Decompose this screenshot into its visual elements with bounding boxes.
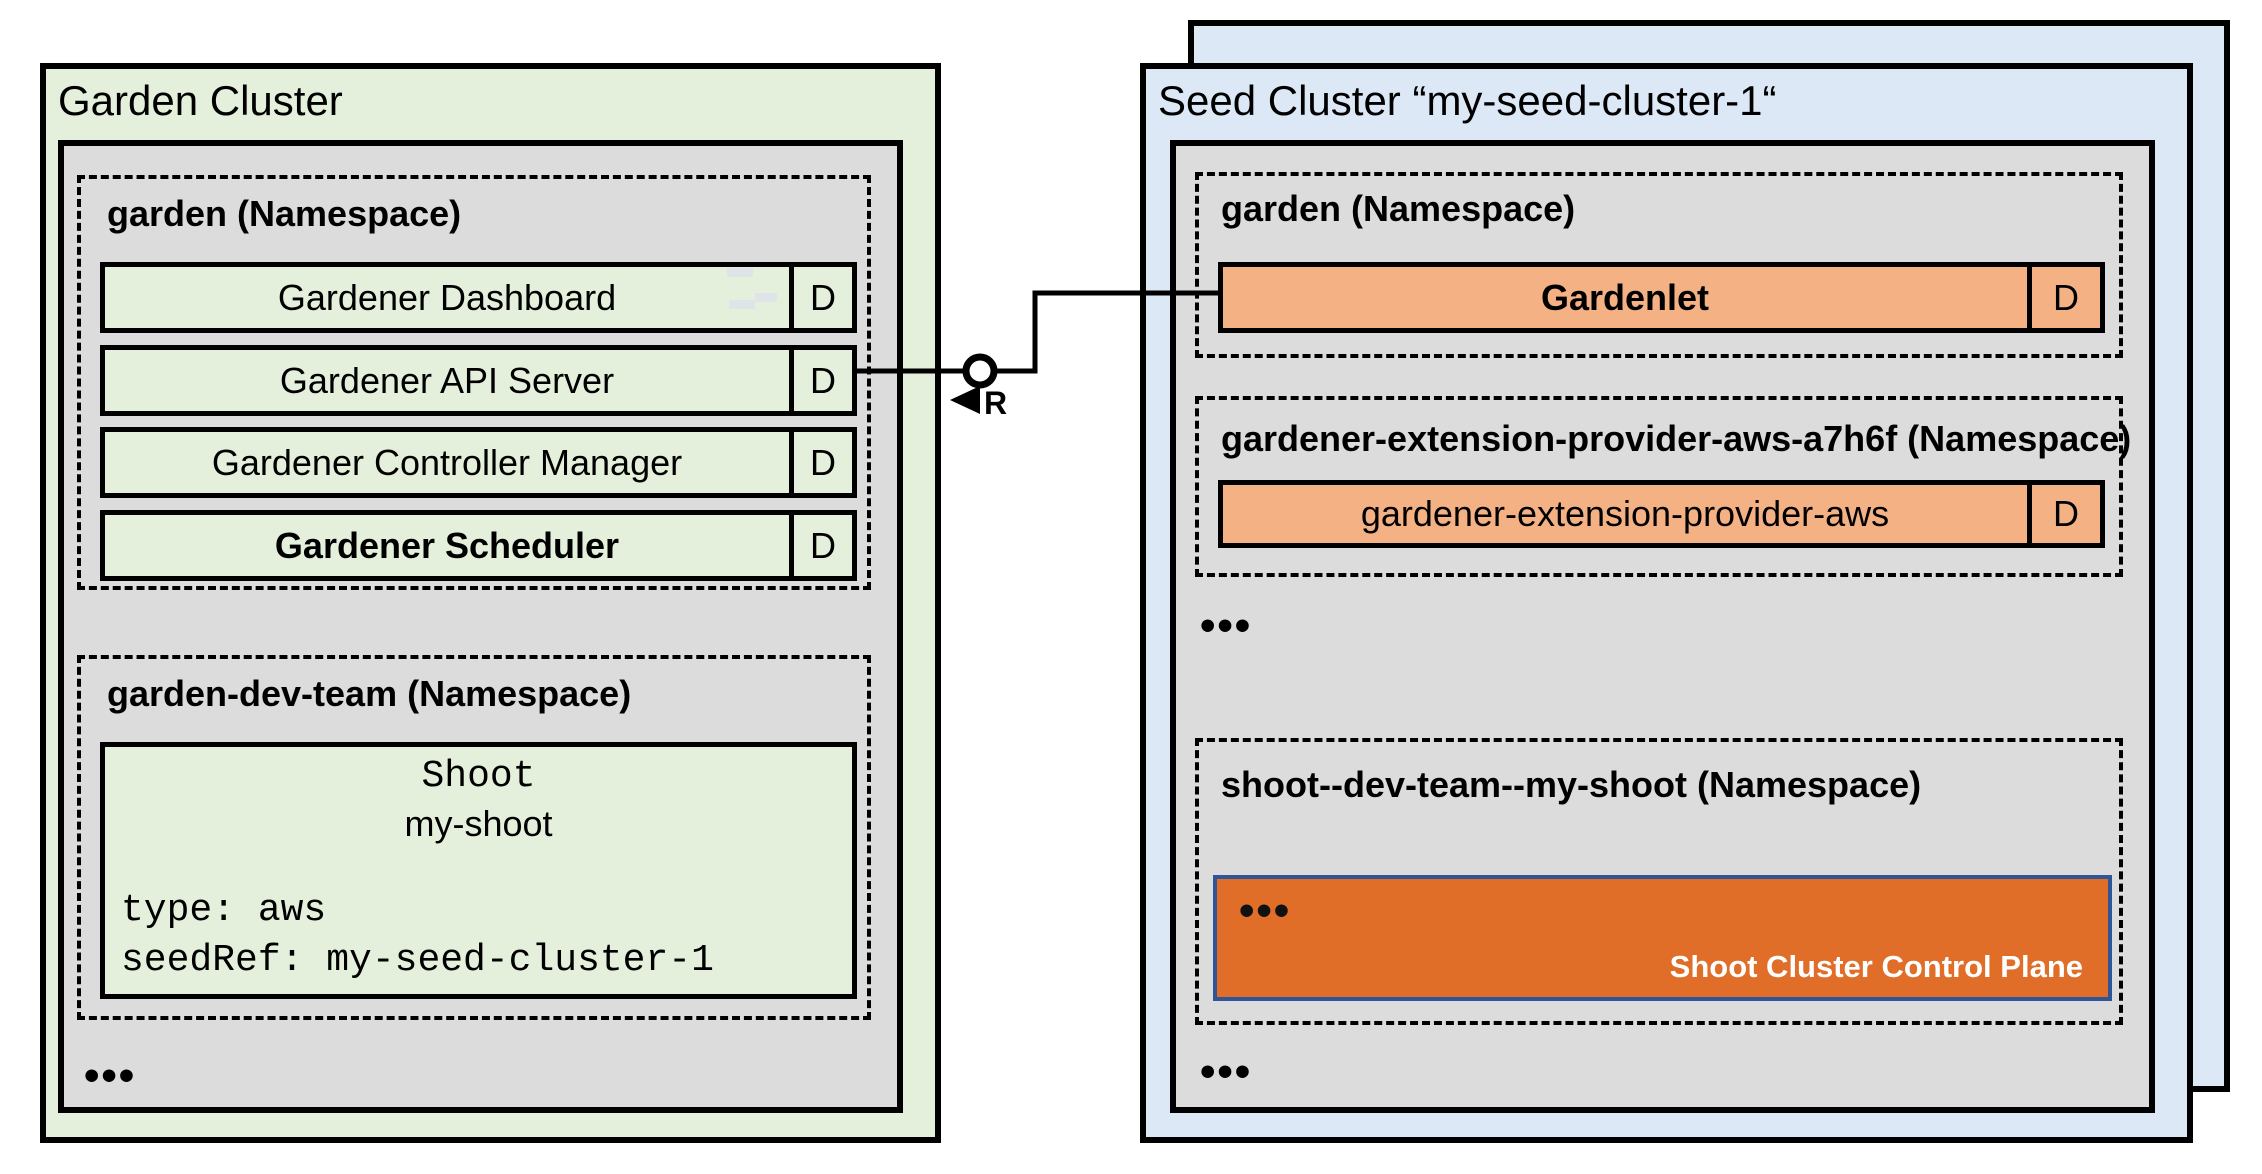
seed-garden-namespace-label: garden (Namespace) <box>1221 188 1576 229</box>
extension-provider-namespace-label: gardener-extension-provider-aws-a7h6f (N… <box>1221 418 2132 459</box>
shoot-namespace-label: shoot--dev-team--my-shoot (Namespace) <box>1221 764 1922 805</box>
deployment-badge: D <box>2027 267 2100 328</box>
arrowhead-left-icon <box>950 386 980 414</box>
seed-cluster-title: Seed Cluster “my-seed-cluster-1“ <box>1158 77 1777 124</box>
garden-namespace-box: garden (Namespace) Gardener Dashboard D … <box>77 175 871 590</box>
shoot-kind: Shoot <box>421 755 536 798</box>
seed-garden-namespace-box: garden (Namespace) Gardenlet D <box>1195 172 2123 358</box>
artifact-mark <box>729 300 755 309</box>
control-plane-more-ellipsis: ••• <box>1239 886 1292 935</box>
gardener-api-server-row: Gardener API Server D <box>100 345 857 416</box>
garden-namespace-label: garden (Namespace) <box>107 193 462 234</box>
shoot-spec-seedref: seedRef: my-seed-cluster-1 <box>121 939 714 982</box>
gardener-dashboard-row: Gardener Dashboard D <box>100 262 857 333</box>
gardener-dashboard-label: Gardener Dashboard <box>277 276 617 318</box>
extension-provider-row: gardener-extension-provider-aws D <box>1218 480 2105 548</box>
gardener-scheduler-label: Gardener Scheduler <box>274 524 620 566</box>
seed-namespaces-more-ellipsis: ••• <box>1200 601 1253 650</box>
gardener-scheduler-row: Gardener Scheduler D <box>100 510 857 581</box>
deployment-badge: D <box>789 515 852 576</box>
garden-dev-team-namespace-box: garden-dev-team (Namespace) Shoot my-sho… <box>77 655 871 1020</box>
artifact-mark <box>727 268 753 277</box>
garden-cluster-more-ellipsis: ••• <box>84 1051 137 1100</box>
deployment-badge: D <box>789 350 852 411</box>
shoot-spec-type: type: aws <box>121 889 327 932</box>
garden-dev-team-namespace-label: garden-dev-team (Namespace) <box>107 673 632 714</box>
connector-interface-label: R <box>984 385 1007 421</box>
extension-provider-label: gardener-extension-provider-aws <box>1360 493 1890 534</box>
shoot-cluster-control-plane-label: Shoot Cluster Control Plane <box>1669 949 2083 984</box>
gardener-controller-manager-label: Gardener Controller Manager <box>211 441 683 483</box>
interface-circle <box>962 353 998 389</box>
gardenlet-label: Gardenlet <box>1540 276 1710 318</box>
shoot-resource-box: Shoot my-shoot type: aws seedRef: my-see… <box>100 742 857 999</box>
shoot-name: my-shoot <box>404 803 553 844</box>
garden-cluster-title: Garden Cluster <box>58 77 343 124</box>
shoot-cluster-control-plane-box: ••• Shoot Cluster Control Plane <box>1213 875 2112 1001</box>
deployment-badge: D <box>789 432 852 493</box>
deployment-badge: D <box>2027 485 2100 543</box>
seed-cluster-more-ellipsis: ••• <box>1200 1047 1253 1096</box>
artifact-mark <box>755 293 777 302</box>
shoot-namespace-box: shoot--dev-team--my-shoot (Namespace) ••… <box>1195 738 2123 1025</box>
gardener-api-server-label: Gardener API Server <box>279 359 615 401</box>
extension-provider-namespace-box: gardener-extension-provider-aws-a7h6f (N… <box>1195 396 2131 577</box>
deployment-badge: D <box>789 267 852 328</box>
gardener-controller-manager-row: Gardener Controller Manager D <box>100 427 857 498</box>
gardenlet-row: Gardenlet D <box>1218 262 2105 333</box>
